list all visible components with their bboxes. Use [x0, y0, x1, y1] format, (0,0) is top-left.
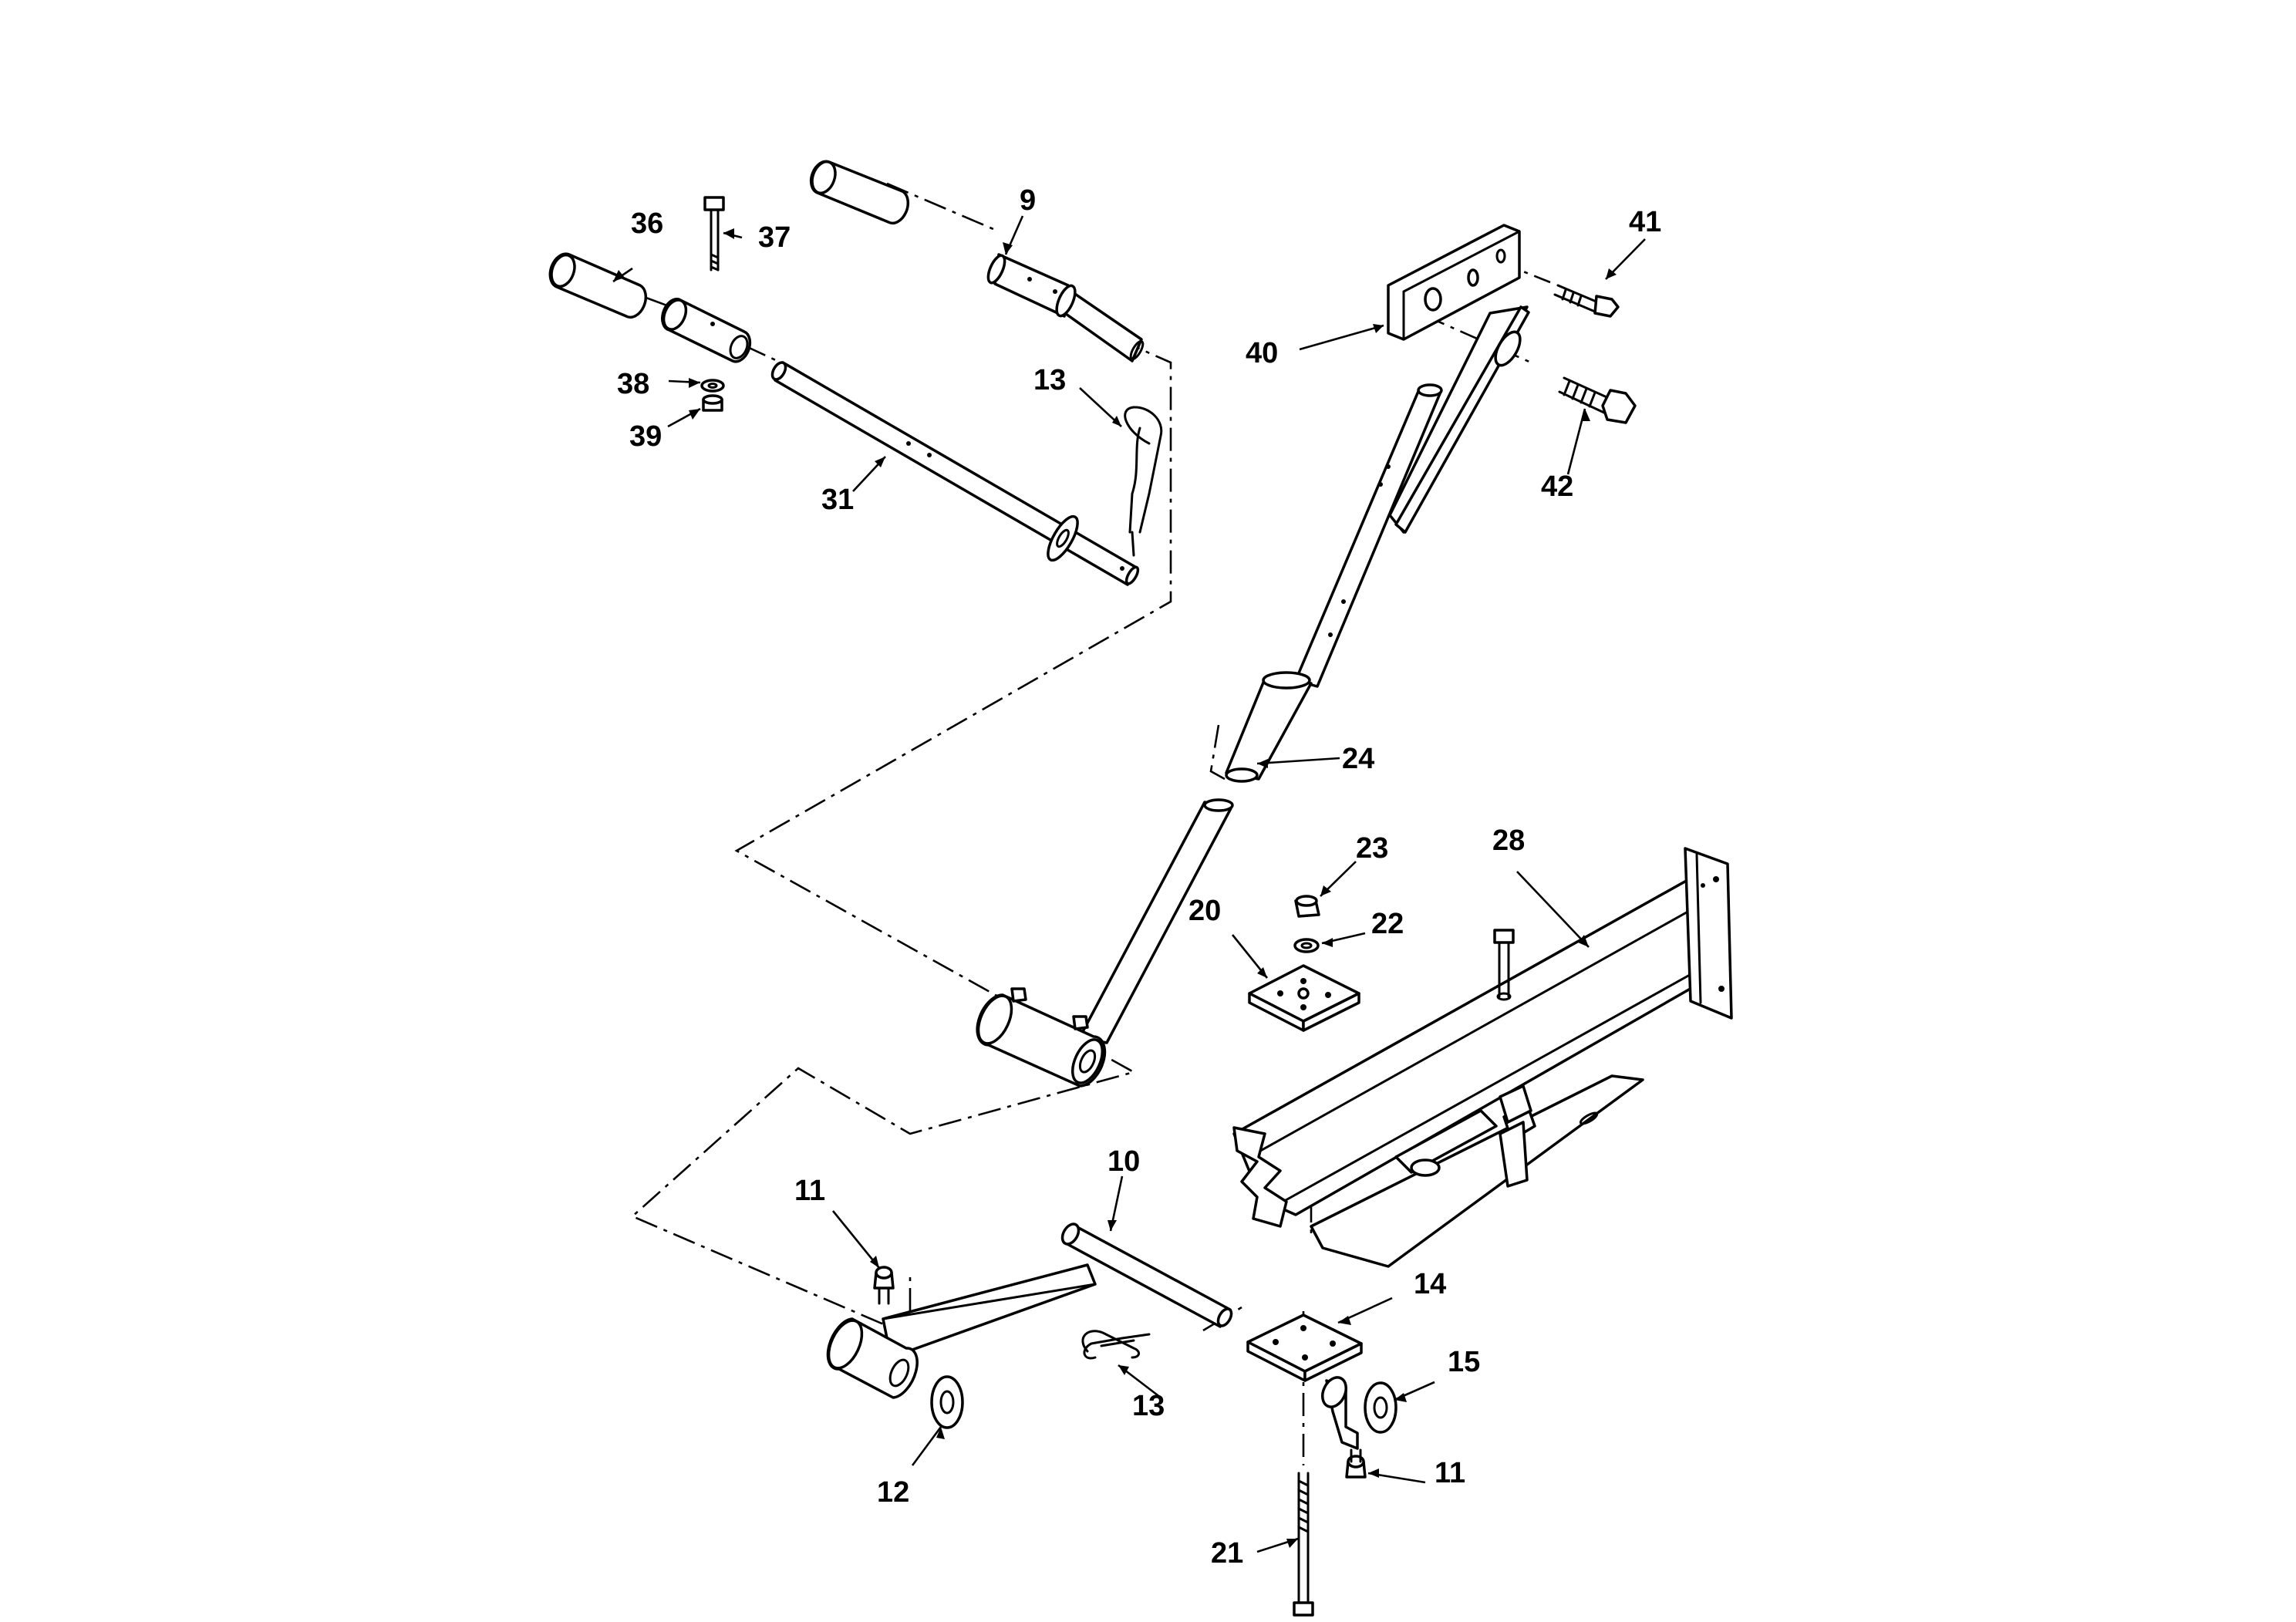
grip-part-36	[548, 252, 648, 319]
bolt-part-41	[1553, 284, 1620, 318]
callout-23: 23	[1356, 832, 1388, 865]
sleeve-part	[661, 298, 752, 363]
shaft-part-31	[770, 361, 1140, 586]
leader-arrowheads	[613, 228, 1617, 1548]
washer-part-38	[700, 379, 725, 393]
leader-lines	[612, 215, 1646, 1553]
callout-10: 10	[1108, 1145, 1140, 1178]
plate-part-14	[1246, 1313, 1363, 1450]
handle-part-24	[976, 305, 1530, 1088]
bolt-part-37	[703, 196, 725, 271]
callout-39: 39	[629, 420, 662, 453]
nut-part-39	[702, 394, 723, 412]
nut-part-23	[1294, 895, 1320, 918]
grip-part-9	[809, 160, 910, 225]
plate-part-40	[1387, 224, 1521, 341]
tube-part-9	[986, 253, 1145, 363]
hair-pin-part-13-lower	[1081, 1330, 1151, 1360]
washer-part-15	[1364, 1381, 1397, 1434]
washer-part-12	[930, 1375, 964, 1429]
callout-11-lower: 11	[1435, 1457, 1465, 1489]
callout-labels: 9 36 37 38 39 31 13 40 41 42 24 23 28 20…	[617, 184, 1661, 1570]
callout-36: 36	[631, 207, 663, 240]
frame-beam-part-28	[1232, 847, 1733, 1268]
bolt-part-21	[1293, 1472, 1314, 1617]
callout-40: 40	[1246, 337, 1278, 369]
callout-9: 9	[1020, 184, 1036, 217]
callout-22: 22	[1371, 908, 1404, 940]
callout-13-lower: 13	[1132, 1390, 1165, 1422]
callout-28: 28	[1492, 824, 1525, 857]
callout-38: 38	[617, 368, 649, 400]
grease-fitting-part-11-upper	[873, 1266, 895, 1305]
callout-24: 24	[1342, 743, 1374, 775]
callout-14: 14	[1414, 1268, 1446, 1300]
callout-37: 37	[758, 221, 791, 254]
callout-31: 31	[821, 484, 854, 516]
callout-20: 20	[1188, 895, 1221, 927]
callout-41: 41	[1629, 206, 1661, 238]
bolt-part-42	[1558, 376, 1637, 424]
lever-arm-part-10	[826, 1222, 1233, 1399]
hair-pin-part-13-upper	[1124, 406, 1163, 557]
washer-part-22	[1293, 938, 1320, 953]
plate-part-20	[1248, 964, 1360, 1032]
callout-21: 21	[1211, 1537, 1243, 1570]
callout-13-upper: 13	[1033, 364, 1066, 396]
callout-15: 15	[1448, 1346, 1480, 1378]
grease-fitting-part-11-lower	[1345, 1448, 1367, 1479]
callout-12: 12	[877, 1476, 909, 1509]
callout-11-upper: 11	[794, 1175, 825, 1207]
callout-42: 42	[1541, 470, 1573, 503]
